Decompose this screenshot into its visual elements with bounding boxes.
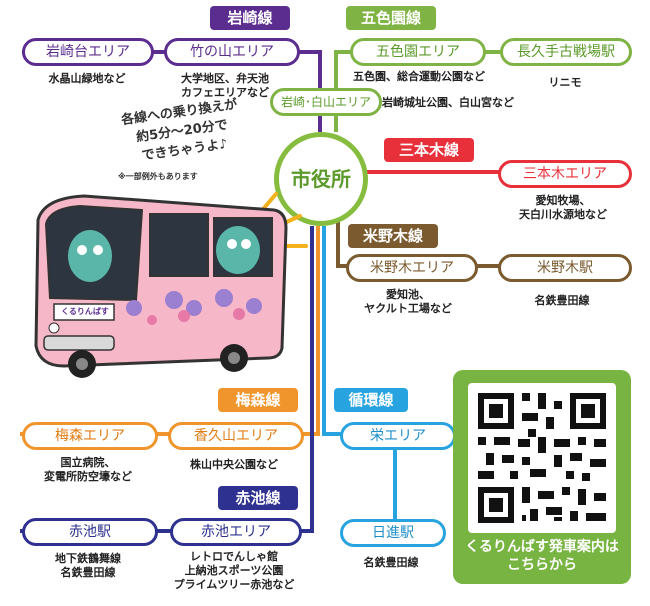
desc-goshikien: 五色園、総合運動公園など [353,70,485,83]
desc-umemori: 国立病院、変電所防空壕など [44,456,132,483]
desc-iwasakidai: 水晶山緑地など [48,72,126,85]
desc-komenoki-area: 愛知池、ヤクルト工場など [364,288,452,315]
stop-sanbongi[interactable]: 三本木エリア [498,160,632,188]
desc-nagakute: リニモ [548,76,582,89]
desc-sanbongi: 愛知牧場、天白川水源地など [519,194,607,221]
desc-kaguyama: 株山中央公園など [190,458,278,471]
line-tag-iwasaki: 岩崎線 [210,6,290,30]
stop-kaguyama[interactable]: 香久山エリア [168,422,304,450]
line-tag-junkan: 循環線 [334,388,408,412]
stop-komenoki-eki[interactable]: 米野木駅 [498,254,632,282]
line-tag-komenoki: 米野木線 [348,224,438,248]
line-tag-goshikien: 五色園線 [346,6,436,30]
desc-akaike-eki: 地下鉄鶴舞線名鉄豊田線 [55,552,121,579]
desc-komenoki-eki: 名鉄豊田線 [534,294,590,307]
line-tag-umemori: 梅森線 [218,388,298,412]
stop-akaike-area[interactable]: 赤池エリア [170,518,302,546]
bus-sign: くるりんばす [61,307,109,316]
line-tag-sanbongi: 三本木線 [384,138,474,162]
desc-nisshin: 名鉄豊田線 [363,556,419,569]
stop-sakae[interactable]: 栄エリア [340,422,456,450]
bus-illustration [34,192,308,378]
hub-city-hall[interactable]: 市役所 [274,132,368,226]
stop-nagakute[interactable]: 長久手古戦場駅 [500,38,632,66]
stop-komenoki-area[interactable]: 米野木エリア [346,254,478,282]
stop-iwasaki-hakusan[interactable]: 岩崎･白山エリア [270,88,382,116]
qr-panel[interactable]: くるりんばす発車案内はこちらから [453,370,631,584]
qr-caption: くるりんばす発車案内はこちらから [465,539,619,573]
stop-nisshin[interactable]: 日進駅 [340,519,446,547]
stop-iwasakidai[interactable]: 岩崎台エリア [22,38,154,66]
qr-pattern [478,393,606,523]
stop-takenoyama[interactable]: 竹の山エリア [164,38,300,66]
exception-note: ※一部例外もあります [118,172,198,181]
line-tag-akaike: 赤池線 [218,486,298,510]
desc-akaike-area: レトロでんしゃ館上納池スポーツ公園プライムツリー赤池など [173,550,295,591]
desc-takenoyama: 大学地区、弁天池カフェエリアなど [181,72,269,99]
qr-code[interactable] [468,383,616,533]
stop-umemori[interactable]: 梅森エリア [22,422,158,450]
desc-iwasaki-hakusan: 岩崎城址公園、白山宮など [382,96,514,109]
stop-akaike-eki[interactable]: 赤池駅 [22,518,158,546]
stop-goshikien[interactable]: 五色園エリア [350,38,486,66]
